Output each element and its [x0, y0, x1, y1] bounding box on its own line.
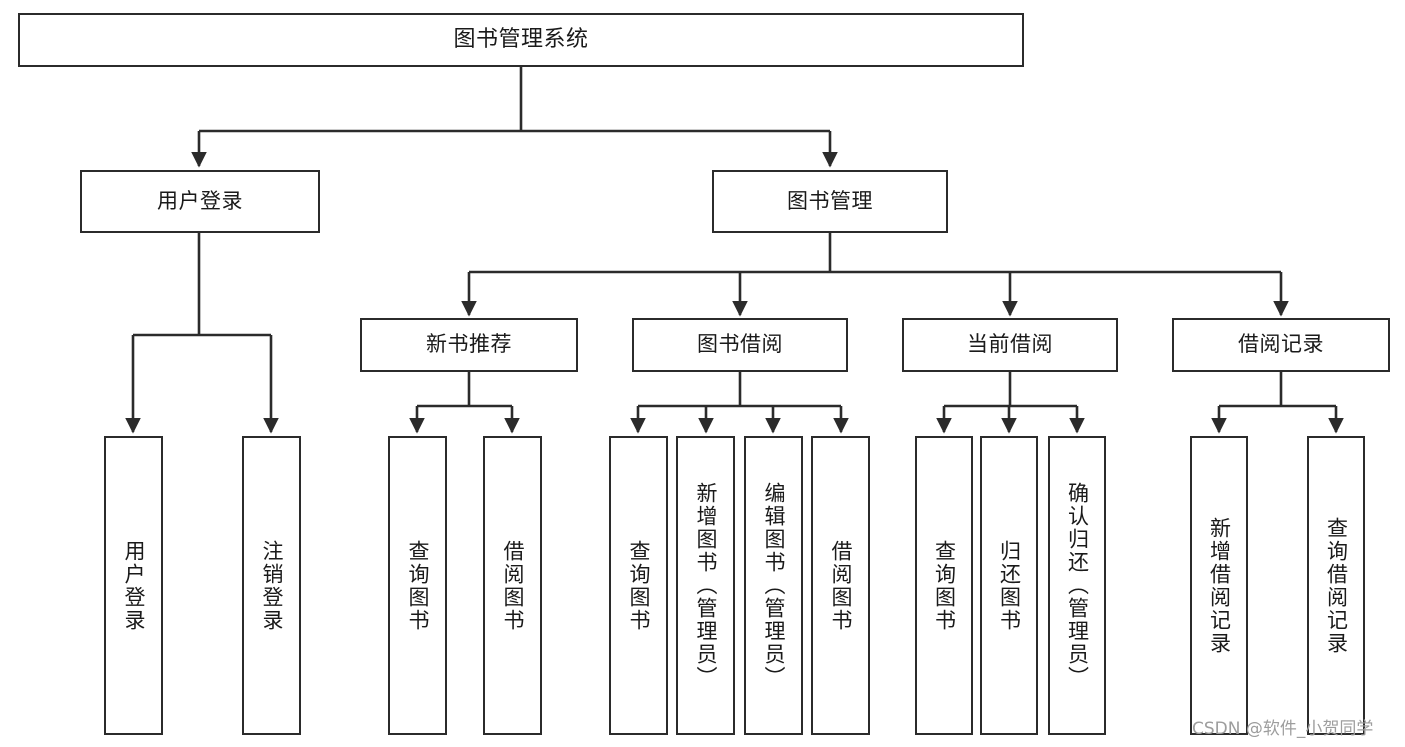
leaf-logout[interactable]: 注销登录	[242, 436, 301, 735]
node-label: 归还图书	[997, 539, 1022, 632]
leaf-borrow-book-recommend[interactable]: 借阅图书	[483, 436, 542, 735]
node-label: 新增借阅记录	[1207, 516, 1232, 655]
node-book-management[interactable]: 图书管理	[712, 170, 948, 233]
node-label: 图书借阅	[697, 332, 783, 357]
node-label: 当前借阅	[967, 332, 1053, 357]
node-borrow-record[interactable]: 借阅记录	[1172, 318, 1390, 372]
leaf-query-book-recommend[interactable]: 查询图书	[388, 436, 447, 735]
leaf-borrow-book[interactable]: 借阅图书	[811, 436, 870, 735]
node-book-borrow[interactable]: 图书借阅	[632, 318, 848, 372]
leaf-add-book-admin[interactable]: 新增图书（管理员）	[676, 436, 735, 735]
leaf-return-book[interactable]: 归还图书	[980, 436, 1038, 735]
node-label: 借阅记录	[1238, 332, 1324, 357]
node-label: 查询图书	[406, 539, 430, 632]
node-label: 借阅图书	[829, 539, 853, 632]
node-label: 查询图书	[627, 539, 651, 632]
node-label: 图书管理	[787, 188, 873, 213]
node-root-system[interactable]: 图书管理系统	[18, 13, 1024, 67]
leaf-edit-book-admin[interactable]: 编辑图书（管理员）	[744, 436, 803, 735]
node-label: 用户登录	[122, 539, 146, 632]
node-label: 新书推荐	[426, 332, 512, 357]
node-label: 查询图书	[932, 539, 957, 632]
node-current-borrow[interactable]: 当前借阅	[902, 318, 1118, 372]
node-label: 图书管理系统	[453, 26, 589, 52]
watermark: CSDN @软件_小贺同学	[1192, 719, 1374, 739]
node-label: 用户登录	[157, 188, 243, 213]
leaf-query-book-borrow[interactable]: 查询图书	[609, 436, 668, 735]
leaf-add-borrow-record[interactable]: 新增借阅记录	[1190, 436, 1248, 735]
node-label: 借阅图书	[501, 539, 525, 632]
node-label: 新增图书（管理员）	[694, 482, 718, 689]
node-label: 确认归还（管理员）	[1065, 482, 1090, 689]
node-user-login[interactable]: 用户登录	[80, 170, 320, 233]
leaf-query-borrow-record[interactable]: 查询借阅记录	[1307, 436, 1365, 735]
node-label: 编辑图书（管理员）	[762, 482, 786, 689]
leaf-confirm-return-admin[interactable]: 确认归还（管理员）	[1048, 436, 1106, 735]
node-new-book-recommend[interactable]: 新书推荐	[360, 318, 578, 372]
leaf-query-book-current[interactable]: 查询图书	[915, 436, 973, 735]
node-label: 注销登录	[260, 539, 284, 632]
node-label: 查询借阅记录	[1324, 516, 1349, 655]
leaf-user-login[interactable]: 用户登录	[104, 436, 163, 735]
